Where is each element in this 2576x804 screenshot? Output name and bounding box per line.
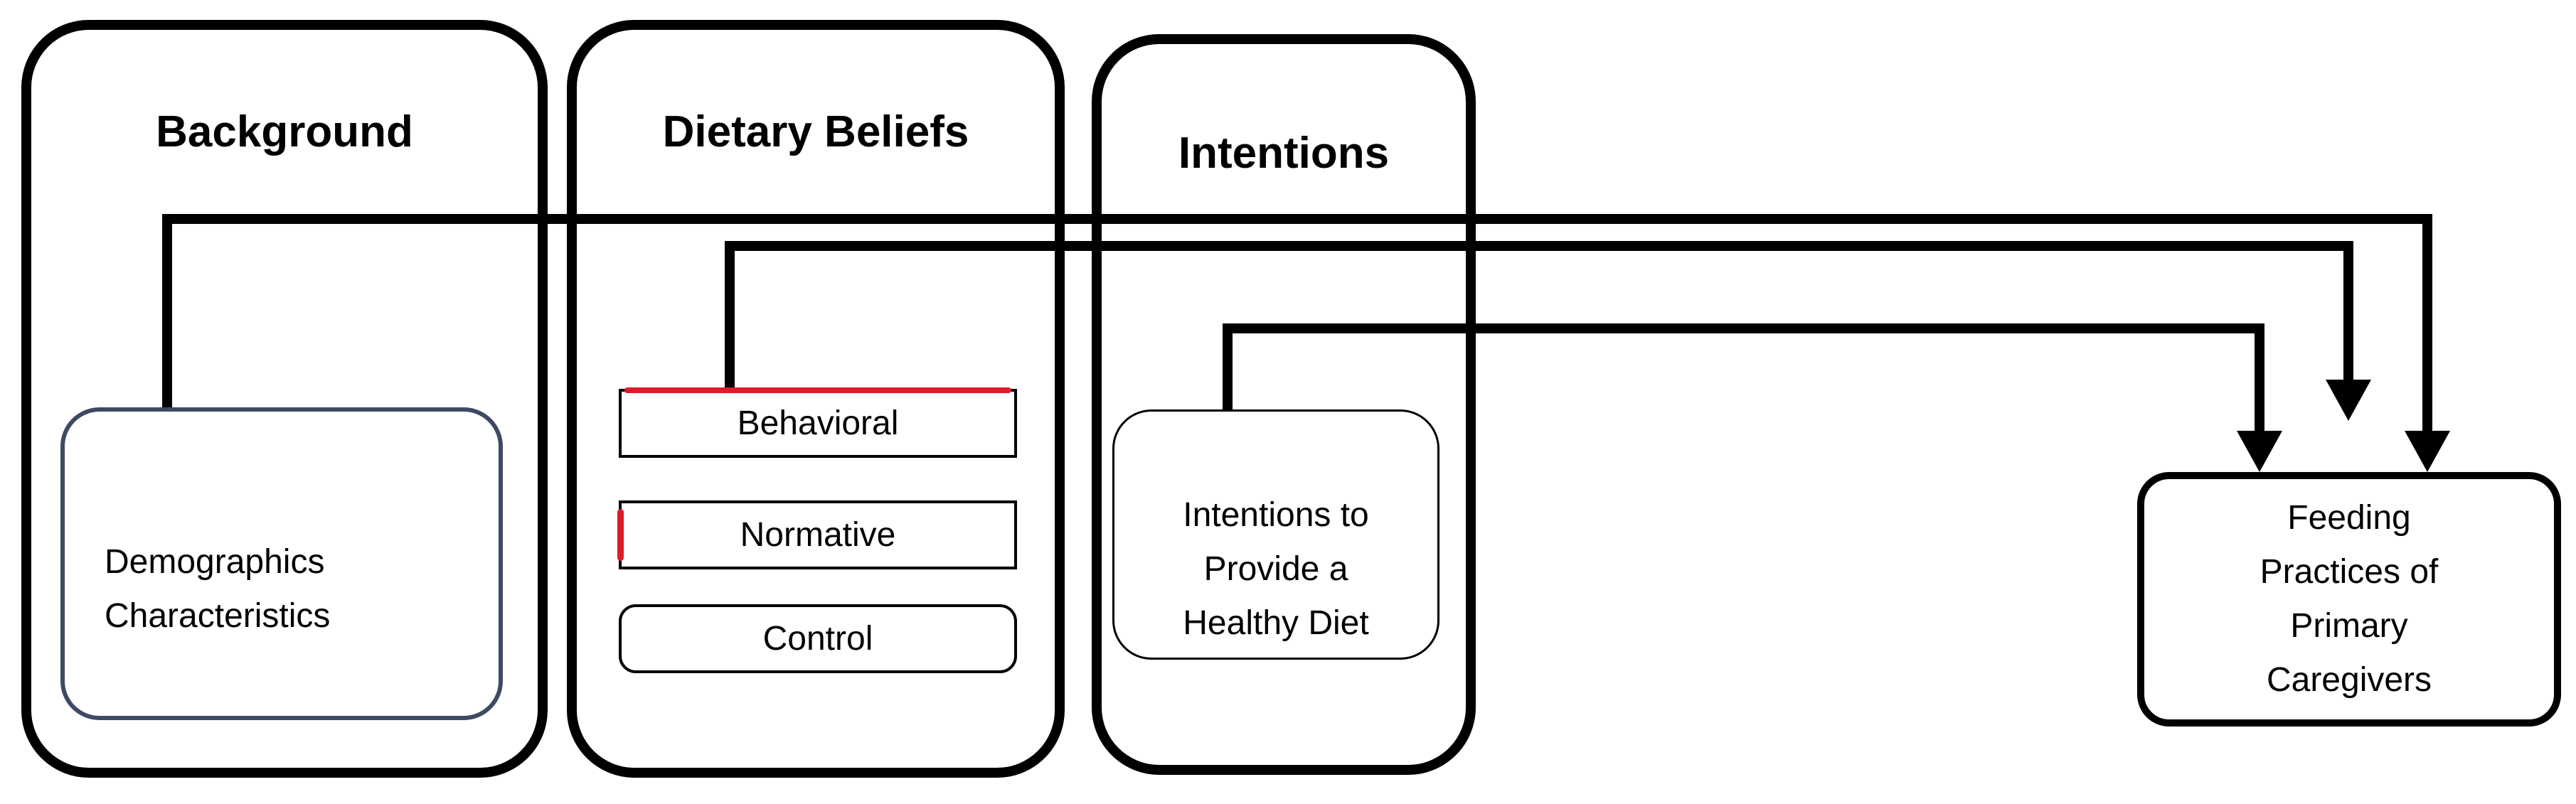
container-intentions: Intentions <box>1092 34 1476 775</box>
edge-behavioral-horizontal-line <box>725 241 2353 251</box>
edge-intentions-horizontal-line <box>1223 323 2264 333</box>
behavioral-red-accent <box>624 387 1011 393</box>
node-feeding-practices: Feeding Practices of Primary Caregivers <box>2137 472 2561 727</box>
edge-behavioral-arrowhead <box>2326 380 2371 421</box>
container-background-title: Background <box>156 107 413 156</box>
edge-intentions-drop-line <box>2255 323 2264 432</box>
edge-demographics-arrowhead <box>2405 431 2450 472</box>
container-intentions-title: Intentions <box>1178 129 1390 178</box>
node-demographics: Demographics Characteristics <box>60 407 503 720</box>
node-behavioral-label: Behavioral <box>737 404 899 442</box>
edge-demographics-vertical-line <box>162 219 172 407</box>
node-feeding-line1: Feeding <box>2287 499 2411 537</box>
edge-demographics-horizontal-line <box>162 214 2432 224</box>
node-demographics-line1: Demographics <box>105 543 325 581</box>
node-intentions-line1: Intentions to <box>1183 496 1369 534</box>
node-feeding-line3: Primary <box>2290 607 2408 645</box>
edge-behavioral-vertical-line <box>725 246 735 389</box>
node-feeding-line4: Caregivers <box>2266 661 2432 699</box>
node-feeding-line2: Practices of <box>2260 553 2439 591</box>
edge-behavioral-drop-line <box>2343 241 2353 380</box>
node-intentions-line3: Healthy Diet <box>1183 604 1369 642</box>
node-control: Control <box>619 604 1017 673</box>
node-intentions-line2: Provide a <box>1203 550 1348 588</box>
node-demographics-line2: Characteristics <box>105 597 331 635</box>
container-dietary-beliefs-title: Dietary Beliefs <box>662 107 969 156</box>
node-normative: Normative <box>617 500 1017 569</box>
edge-intentions-arrowhead <box>2237 431 2282 472</box>
edge-demographics-drop-line <box>2422 214 2432 432</box>
node-intentions-healthy-diet: Intentions to Provide a Healthy Diet <box>1112 409 1439 660</box>
node-behavioral: Behavioral <box>619 387 1017 458</box>
node-control-label: Control <box>762 620 873 658</box>
node-normative-label: Normative <box>740 516 896 554</box>
normative-red-accent <box>617 509 624 561</box>
edge-intentions-vertical-line <box>1223 328 1233 411</box>
